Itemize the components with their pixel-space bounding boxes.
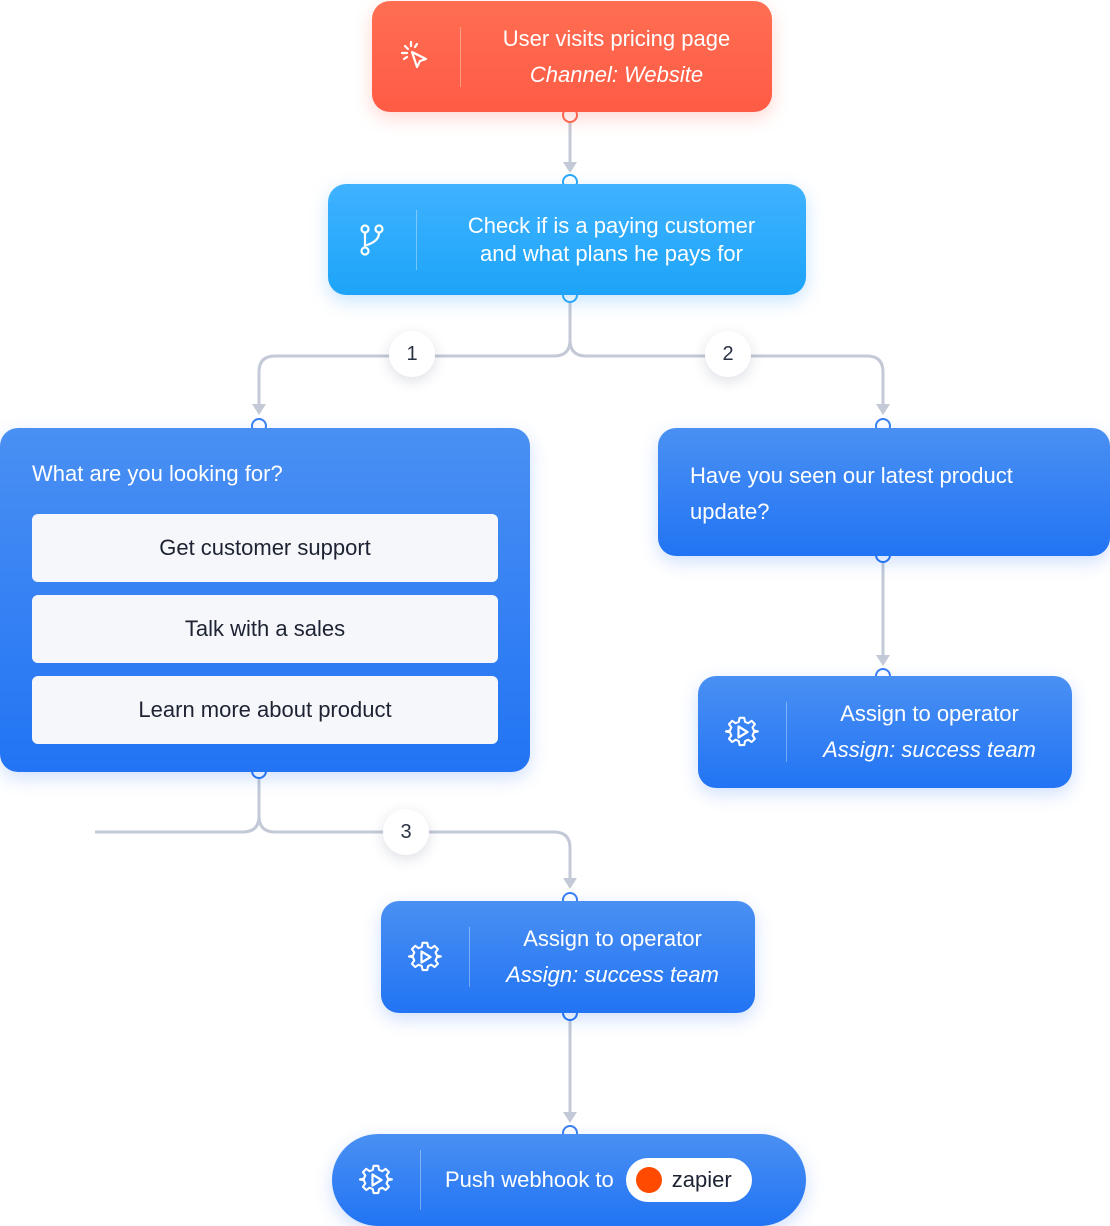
assign-operator-node-mid[interactable]: Assign to operator Assign: success team	[381, 901, 755, 1013]
arrow-head	[563, 162, 577, 173]
condition-line1: Check if is a paying customer	[467, 212, 756, 238]
option-talk-with-sales[interactable]: Talk with a sales	[32, 595, 498, 663]
zapier-label: zapier	[671, 1167, 732, 1192]
branch-icon	[360, 223, 384, 256]
zapier-logo-icon	[635, 1167, 662, 1193]
question-title: What are you looking for?	[32, 461, 283, 486]
branch-badge-1[interactable]: 1	[389, 331, 435, 377]
assign-operator-node-right[interactable]: Assign to operator Assign: success team	[698, 676, 1072, 788]
gear-play-icon	[408, 941, 442, 972]
gear-play-icon	[359, 1164, 393, 1195]
trigger-node[interactable]: User visits pricing page Channel: Websit…	[372, 1, 772, 112]
zapier-pill[interactable]: zapier	[625, 1158, 752, 1202]
question-options: Get customer support Talk with a sales L…	[32, 514, 498, 744]
trigger-subtitle: Channel: Website	[529, 61, 704, 87]
option-learn-more-product[interactable]: Learn more about product	[32, 676, 498, 744]
option-get-customer-support[interactable]: Get customer support	[32, 514, 498, 582]
connector-fade-left	[95, 779, 261, 834]
trigger-title: User visits pricing page	[502, 25, 731, 51]
condition-text: Check if is a paying customer and what p…	[417, 212, 806, 268]
webhook-icon-wrap	[332, 1150, 421, 1210]
branch-badge-3[interactable]: 3	[383, 809, 429, 855]
assign-right-title: Assign to operator	[840, 701, 1019, 726]
assign-right-subtitle: Assign: success team	[823, 737, 1036, 762]
assign-right-icon-wrap	[698, 702, 787, 762]
branch-badge-2[interactable]: 2	[705, 331, 751, 377]
arrow-head	[563, 878, 577, 889]
assign-mid-title: Assign to operator	[523, 926, 702, 951]
assign-right-text: Assign to operator Assign: success team	[787, 696, 1072, 768]
webhook-text: Push webhook to zapier	[421, 1158, 806, 1202]
webhook-node[interactable]: Push webhook to zapier	[332, 1134, 806, 1226]
update-question-text: Have you seen our latest product update?	[690, 463, 1013, 524]
arrow-head	[876, 655, 890, 666]
assign-mid-text: Assign to operator Assign: success team	[470, 921, 755, 993]
assign-mid-subtitle: Assign: success team	[506, 962, 719, 987]
trigger-text: User visits pricing page Channel: Websit…	[461, 21, 772, 93]
gear-play-icon	[725, 716, 759, 747]
update-question-node[interactable]: Have you seen our latest product update?	[658, 428, 1110, 556]
trigger-icon-wrap	[372, 26, 461, 87]
arrow-head	[876, 404, 890, 415]
assign-mid-icon-wrap	[381, 927, 470, 987]
condition-line2: and what plans he pays for	[480, 240, 743, 266]
arrow-head	[252, 404, 266, 415]
question-node[interactable]: What are you looking for? Get customer s…	[0, 428, 530, 772]
arrow-head	[563, 1112, 577, 1123]
webhook-label: Push webhook to	[445, 1167, 614, 1192]
condition-node[interactable]: Check if is a paying customer and what p…	[328, 184, 806, 295]
cursor-click-icon	[400, 40, 428, 68]
condition-icon-wrap	[328, 209, 417, 270]
